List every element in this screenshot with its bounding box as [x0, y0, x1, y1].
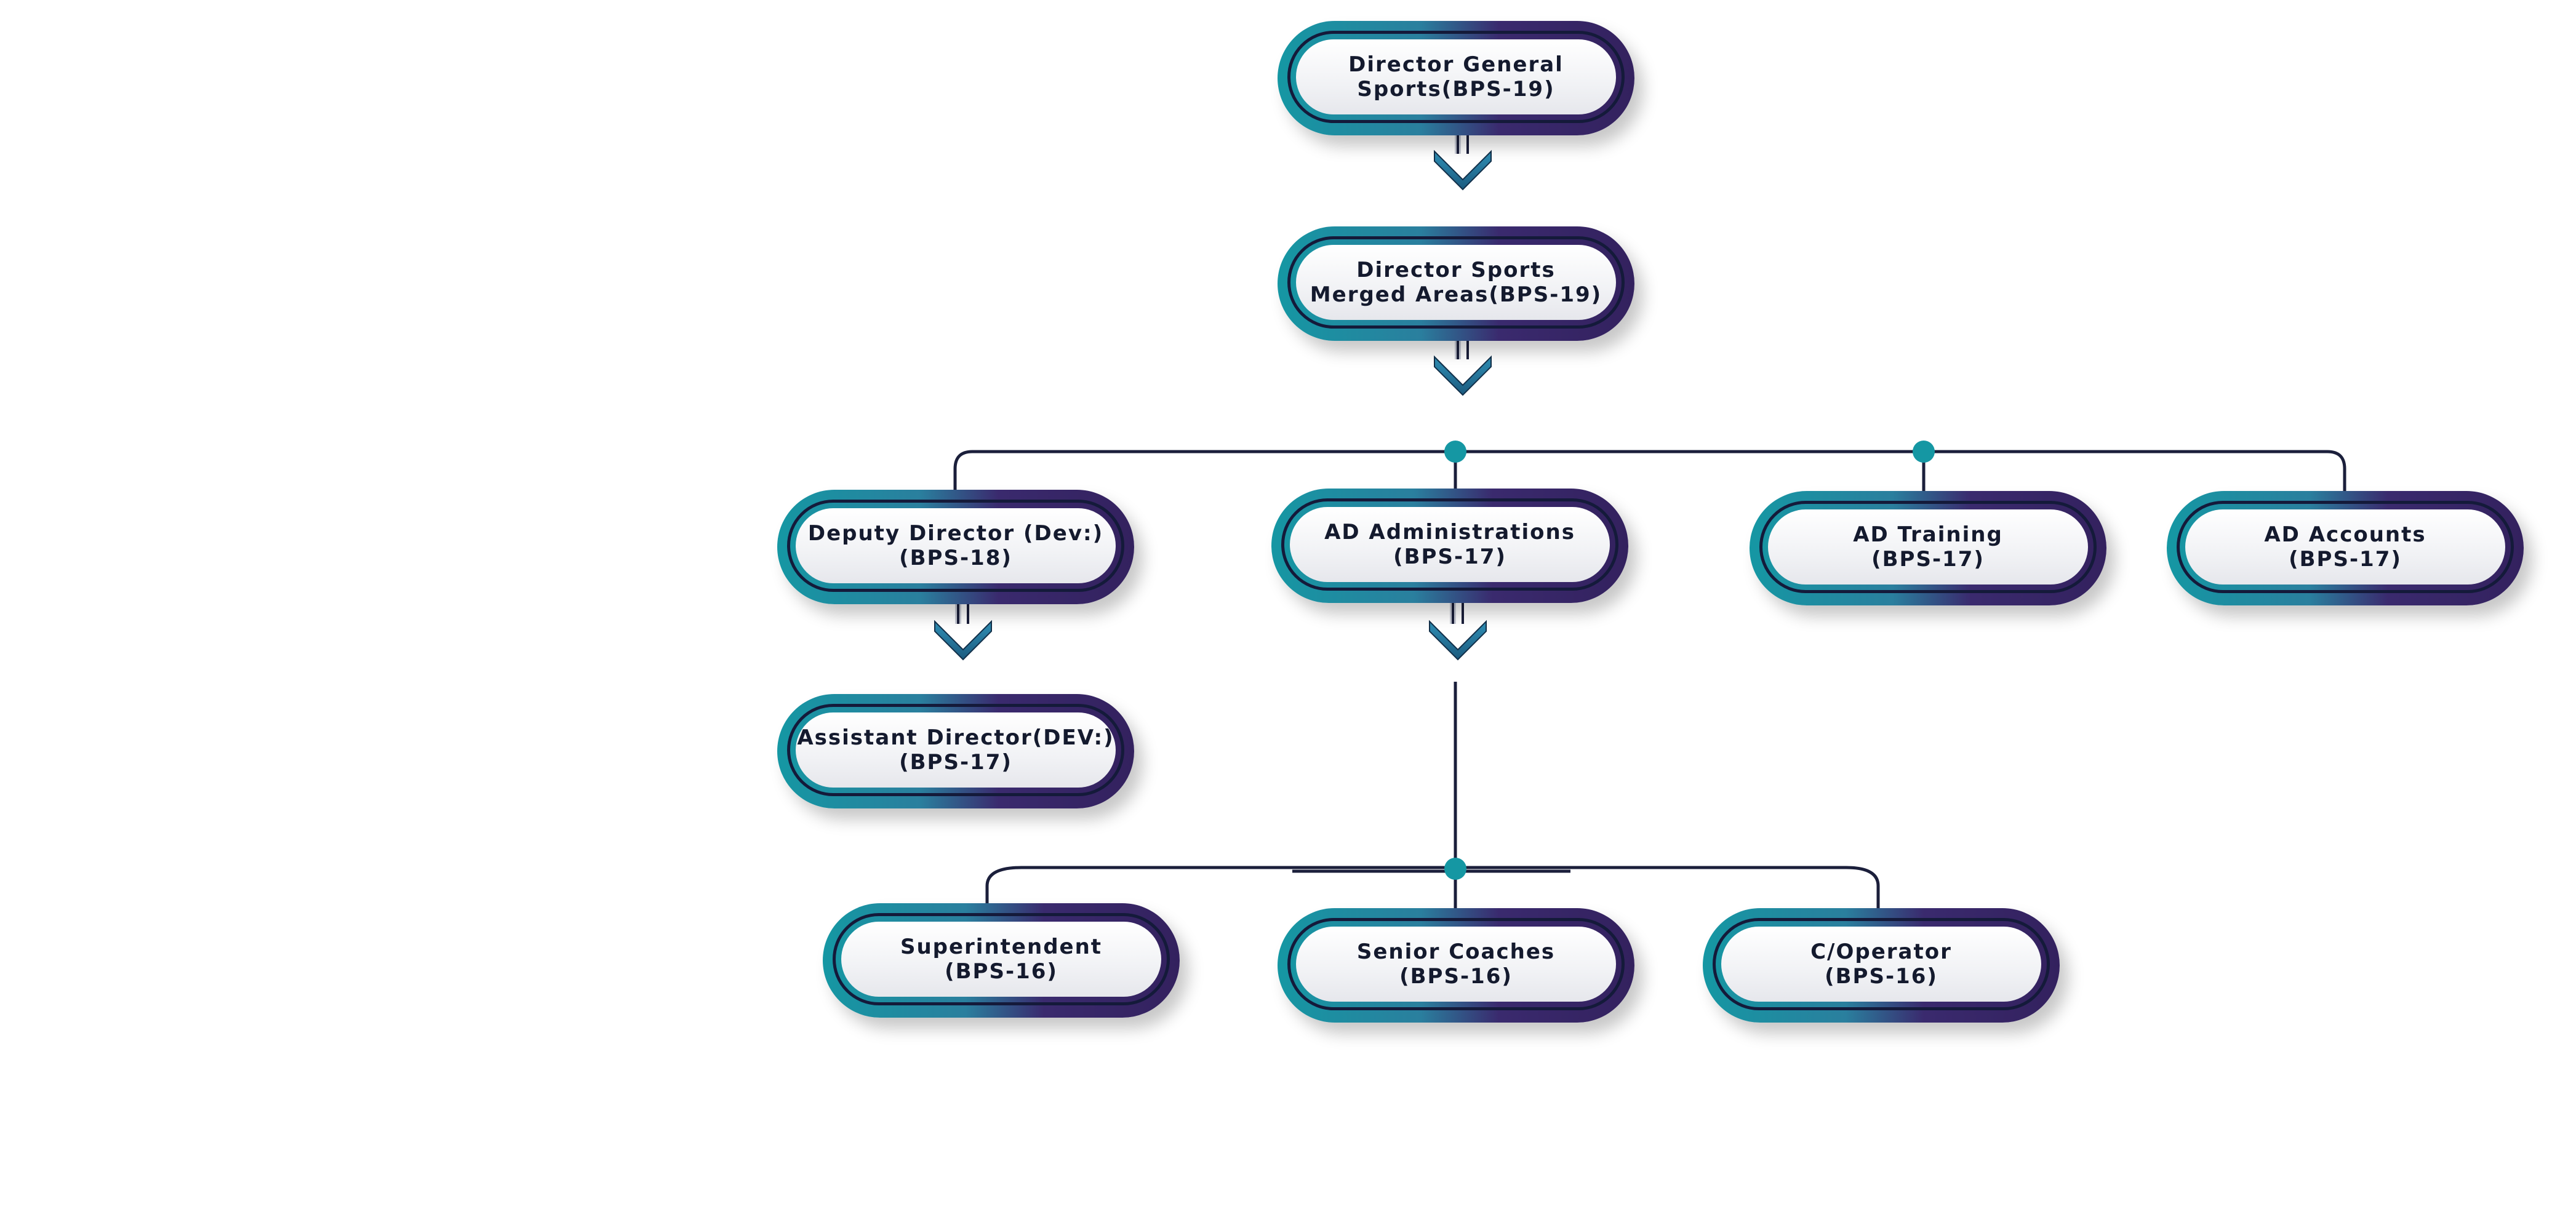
node-label: AD Accounts (BPS-17) [2185, 509, 2505, 585]
node-label: Senior Coaches (BPS-16) [1296, 927, 1616, 1002]
junction-dot-center [1444, 441, 1466, 463]
node-title: AD Training [1853, 522, 2003, 547]
node-subtitle: Sports(BPS-19) [1357, 77, 1555, 102]
node-ring [833, 913, 1170, 1005]
node-subtitle: (BPS-16) [945, 959, 1058, 984]
node-assistant-director: Assistant Director(DEV:) (BPS-17) [777, 694, 1134, 808]
node-ring [1713, 918, 2050, 1010]
node-subtitle: (BPS-17) [1871, 547, 1985, 572]
node-superintendent: Superintendent (BPS-16) [823, 903, 1180, 1018]
node-label: Deputy Director (Dev:) (BPS-18) [796, 508, 1116, 583]
node-subtitle: (BPS-16) [1825, 964, 1938, 989]
node-subtitle: (BPS-18) [899, 546, 1012, 570]
node-ad-administrations: AD Administrations (BPS-17) [1271, 489, 1628, 603]
node-ring [1281, 498, 1618, 591]
node-title: C/Operator [1810, 940, 1952, 964]
node-ring [1759, 501, 2097, 593]
node-deputy-director: Deputy Director (Dev:) (BPS-18) [777, 490, 1134, 604]
node-director-general: Director General Sports(BPS-19) [1278, 21, 1634, 135]
node-label: Assistant Director(DEV:) (BPS-17) [796, 712, 1116, 788]
node-subtitle: (BPS-17) [899, 750, 1012, 775]
node-label: Director Sports Merged Areas(BPS-19) [1296, 245, 1616, 320]
node-ring [787, 704, 1124, 796]
node-title: Superintendent [900, 935, 1103, 959]
node-ad-accounts: AD Accounts (BPS-17) [2167, 491, 2524, 605]
junction-dot-right [1913, 441, 1935, 463]
node-label: Director General Sports(BPS-19) [1296, 39, 1616, 114]
node-title: AD Administrations [1324, 520, 1575, 545]
node-title: Assistant Director(DEV:) [797, 725, 1114, 750]
node-label: C/Operator (BPS-16) [1721, 927, 2041, 1002]
node-title: Deputy Director (Dev:) [807, 521, 1104, 546]
node-title: Senior Coaches [1356, 940, 1556, 964]
node-label: AD Training (BPS-17) [1768, 509, 2088, 585]
node-subtitle: (BPS-17) [2289, 547, 2402, 572]
node-ring [787, 500, 1124, 592]
node-c-operator: C/Operator (BPS-16) [1703, 908, 2060, 1023]
node-title: Director Sports [1356, 258, 1556, 282]
node-subtitle: (BPS-16) [1399, 964, 1513, 989]
node-label: AD Administrations (BPS-17) [1290, 507, 1610, 582]
node-title: Director General [1348, 52, 1564, 77]
node-director-sports: Director Sports Merged Areas(BPS-19) [1278, 226, 1634, 341]
junction-dot-lower [1444, 858, 1466, 880]
node-subtitle: Merged Areas(BPS-19) [1310, 282, 1602, 307]
node-title: AD Accounts [2264, 522, 2426, 547]
node-ring [2177, 501, 2514, 593]
node-label: Superintendent (BPS-16) [841, 922, 1161, 997]
node-senior-coaches: Senior Coaches (BPS-16) [1278, 908, 1634, 1023]
connector-bus-level3 [953, 450, 2346, 491]
connector-bus-level4 [985, 866, 1880, 909]
node-ring [1287, 31, 1625, 123]
node-ad-training: AD Training (BPS-17) [1750, 491, 2106, 605]
node-ring [1287, 236, 1625, 329]
node-subtitle: (BPS-17) [1393, 545, 1506, 569]
node-ring [1287, 918, 1625, 1010]
